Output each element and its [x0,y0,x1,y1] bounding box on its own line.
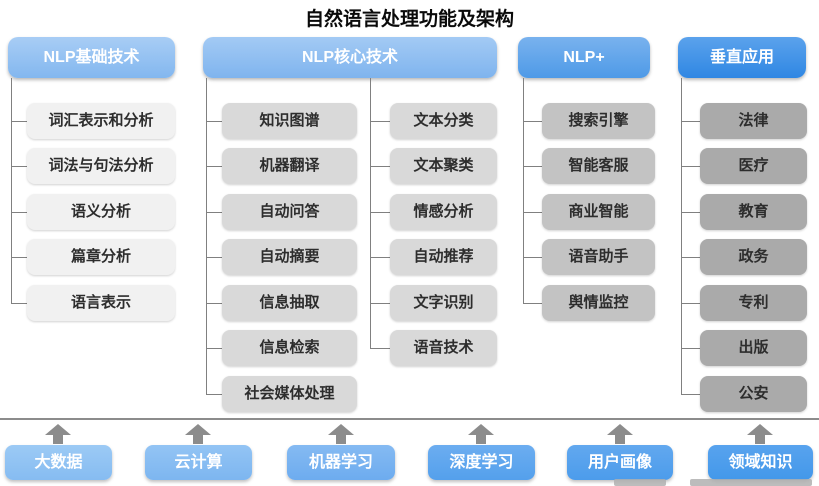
connector-line [370,303,390,304]
connector-line [523,303,542,304]
up-arrow-icon [468,424,494,435]
connector-line [681,303,700,304]
header-nlp-plus: NLP+ [518,37,650,78]
node-voice-assistant: 语音助手 [542,239,655,275]
up-arrow-icon [755,435,765,444]
foundation-cloud-computing: 云计算 [145,445,252,480]
node-information-extraction: 信息抽取 [222,285,357,321]
node-intelligent-customer-service: 智能客服 [542,148,655,184]
watermark-fragment [690,479,812,486]
node-opinion-monitoring: 舆情监控 [542,285,655,321]
connector-line [11,212,27,213]
node-patent: 专利 [700,285,807,321]
node-public-security: 公安 [700,376,807,412]
connector-line [681,348,700,349]
connector-line [523,121,542,122]
up-arrow-icon [53,435,63,444]
node-language-representation: 语言表示 [27,285,175,321]
node-discourse-analysis: 篇章分析 [27,239,175,275]
connector-line [206,303,222,304]
connector-line [11,257,27,258]
connector-line [11,78,12,303]
node-social-media-processing: 社会媒体处理 [222,376,357,412]
header-vertical-apps: 垂直应用 [678,37,806,78]
node-auto-recommendation: 自动推荐 [390,239,497,275]
connector-line [681,394,700,395]
connector-line [523,212,542,213]
node-auto-summarization: 自动摘要 [222,239,357,275]
connector-line [370,166,390,167]
header-nlp-basic-tech: NLP基础技术 [8,37,175,78]
connector-line [370,257,390,258]
connector-line [206,166,222,167]
connector-line [681,257,700,258]
header-nlp-core-tech: NLP核心技术 [203,37,497,78]
diagram-title: 自然语言处理功能及架构 [304,9,514,30]
connector-line [523,257,542,258]
connector-line [11,121,27,122]
foundation-big-data: 大数据 [5,445,112,480]
connector-line [523,166,542,167]
node-ocr: 文字识别 [390,285,497,321]
up-arrow-icon [185,424,211,435]
connector-line [206,121,222,122]
node-publishing: 出版 [700,330,807,366]
connector-line [370,121,390,122]
connector-line [206,78,207,394]
node-government: 政务 [700,239,807,275]
connector-line [11,303,27,304]
connector-line [370,78,371,348]
node-question-answering: 自动问答 [222,194,357,230]
connector-line [206,257,222,258]
connector-line [681,121,700,122]
node-sentiment-analysis: 情感分析 [390,194,497,230]
node-legal: 法律 [700,103,807,139]
connector-line [206,212,222,213]
connector-line [11,166,27,167]
watermark-fragment [614,479,666,486]
node-speech-technology: 语音技术 [390,330,497,366]
connector-line [681,166,700,167]
up-arrow-icon [747,424,773,435]
up-arrow-icon [193,435,203,444]
connector-line [370,348,390,349]
connector-line [206,394,222,395]
up-arrow-icon [45,424,71,435]
up-arrow-icon [615,435,625,444]
connector-line [681,78,682,394]
connector-line [206,348,222,349]
up-arrow-icon [336,435,346,444]
node-knowledge-graph: 知识图谱 [222,103,357,139]
node-text-classification: 文本分类 [390,103,497,139]
node-information-retrieval: 信息检索 [222,330,357,366]
up-arrow-icon [607,424,633,435]
node-text-clustering: 文本聚类 [390,148,497,184]
node-business-intelligence: 商业智能 [542,194,655,230]
node-semantic-analysis: 语义分析 [27,194,175,230]
up-arrow-icon [328,424,354,435]
node-machine-translation: 机器翻译 [222,148,357,184]
foundation-user-profile: 用户画像 [567,445,673,480]
up-arrow-icon [476,435,486,444]
node-medical: 医疗 [700,148,807,184]
node-search-engine: 搜索引擎 [542,103,655,139]
connector-line [681,212,700,213]
node-morphology-syntax: 词法与句法分析 [27,148,175,184]
connector-line [523,78,524,303]
node-lexical-representation: 词汇表示和分析 [27,103,175,139]
foundation-separator-line [0,418,819,420]
foundation-machine-learning: 机器学习 [287,445,395,480]
foundation-deep-learning: 深度学习 [428,445,535,480]
foundation-domain-knowledge: 领域知识 [708,445,813,480]
node-education: 教育 [700,194,807,230]
connector-line [370,212,390,213]
